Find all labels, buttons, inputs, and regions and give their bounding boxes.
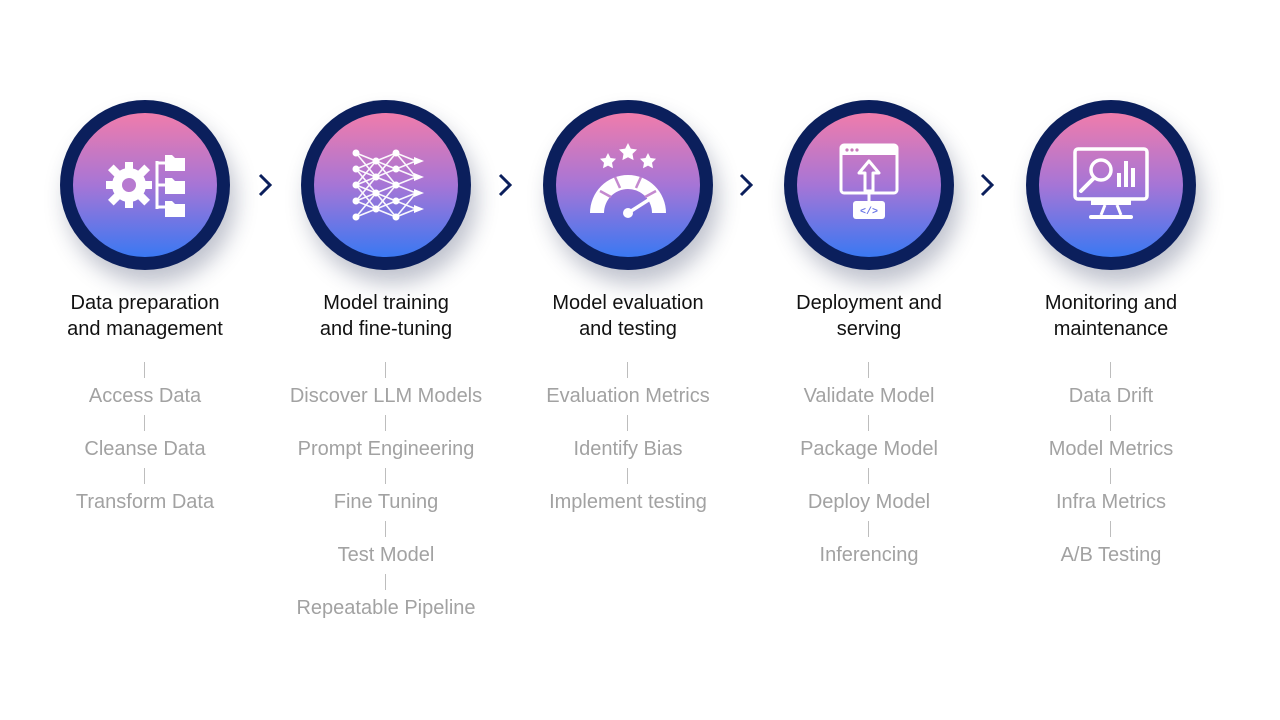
stage-deployment: </> Deployment and serving Validate Mode… — [748, 0, 990, 720]
stage-circle — [60, 100, 230, 270]
stage-data-preparation: Data preparation and management Access D… — [24, 0, 266, 720]
stage-title: Model evaluation and testing — [552, 292, 704, 340]
stage-circle: </> — [784, 100, 954, 270]
list-item: Evaluation Metrics — [507, 360, 749, 413]
list-item: Cleanse Data — [24, 413, 266, 466]
monitor-analytics-icon — [1061, 135, 1161, 235]
list-item: Implement testing — [507, 466, 749, 519]
chevron-right-icon — [738, 172, 754, 198]
chevron-right-icon — [979, 172, 995, 198]
stage-steps: Discover LLM Models Prompt Engineering F… — [265, 360, 507, 625]
stage-title: Data preparation and management — [67, 292, 223, 340]
stage-title: Monitoring and maintenance — [1044, 292, 1178, 340]
list-item: Repeatable Pipeline — [265, 572, 507, 625]
stage-monitoring: Monitoring and maintenance Data Drift Mo… — [990, 0, 1232, 720]
stage-model-evaluation: Model evaluation and testing Evaluation … — [507, 0, 749, 720]
neural-network-icon — [336, 135, 436, 235]
gear-folders-icon — [95, 135, 195, 235]
list-item: Deploy Model — [748, 466, 990, 519]
list-item: Fine Tuning — [265, 466, 507, 519]
stage-title: Model training and fine-tuning — [319, 292, 453, 340]
list-item: Inferencing — [748, 519, 990, 572]
list-item: Identify Bias — [507, 413, 749, 466]
stage-model-training: Model training and fine-tuning Discover … — [265, 0, 507, 720]
deploy-browser-icon: </> — [819, 135, 919, 235]
list-item: Prompt Engineering — [265, 413, 507, 466]
stage-steps: Data Drift Model Metrics Infra Metrics A… — [990, 360, 1232, 572]
list-item: Model Metrics — [990, 413, 1232, 466]
stage-circle — [301, 100, 471, 270]
stage-circle — [1026, 100, 1196, 270]
stage-steps: Evaluation Metrics Identify Bias Impleme… — [507, 360, 749, 519]
list-item: Transform Data — [24, 466, 266, 519]
stage-title: Deployment and serving — [796, 292, 942, 340]
list-item: Access Data — [24, 360, 266, 413]
list-item: Validate Model — [748, 360, 990, 413]
stage-circle — [543, 100, 713, 270]
stage-steps: Access Data Cleanse Data Transform Data — [24, 360, 266, 519]
chevron-right-icon — [257, 172, 273, 198]
svg-text:</>: </> — [860, 206, 878, 218]
list-item: A/B Testing — [990, 519, 1232, 572]
chevron-right-icon — [497, 172, 513, 198]
gauge-stars-icon — [578, 135, 678, 235]
list-item: Data Drift — [990, 360, 1232, 413]
list-item: Test Model — [265, 519, 507, 572]
stage-steps: Validate Model Package Model Deploy Mode… — [748, 360, 990, 572]
list-item: Infra Metrics — [990, 466, 1232, 519]
list-item: Discover LLM Models — [265, 360, 507, 413]
list-item: Package Model — [748, 413, 990, 466]
